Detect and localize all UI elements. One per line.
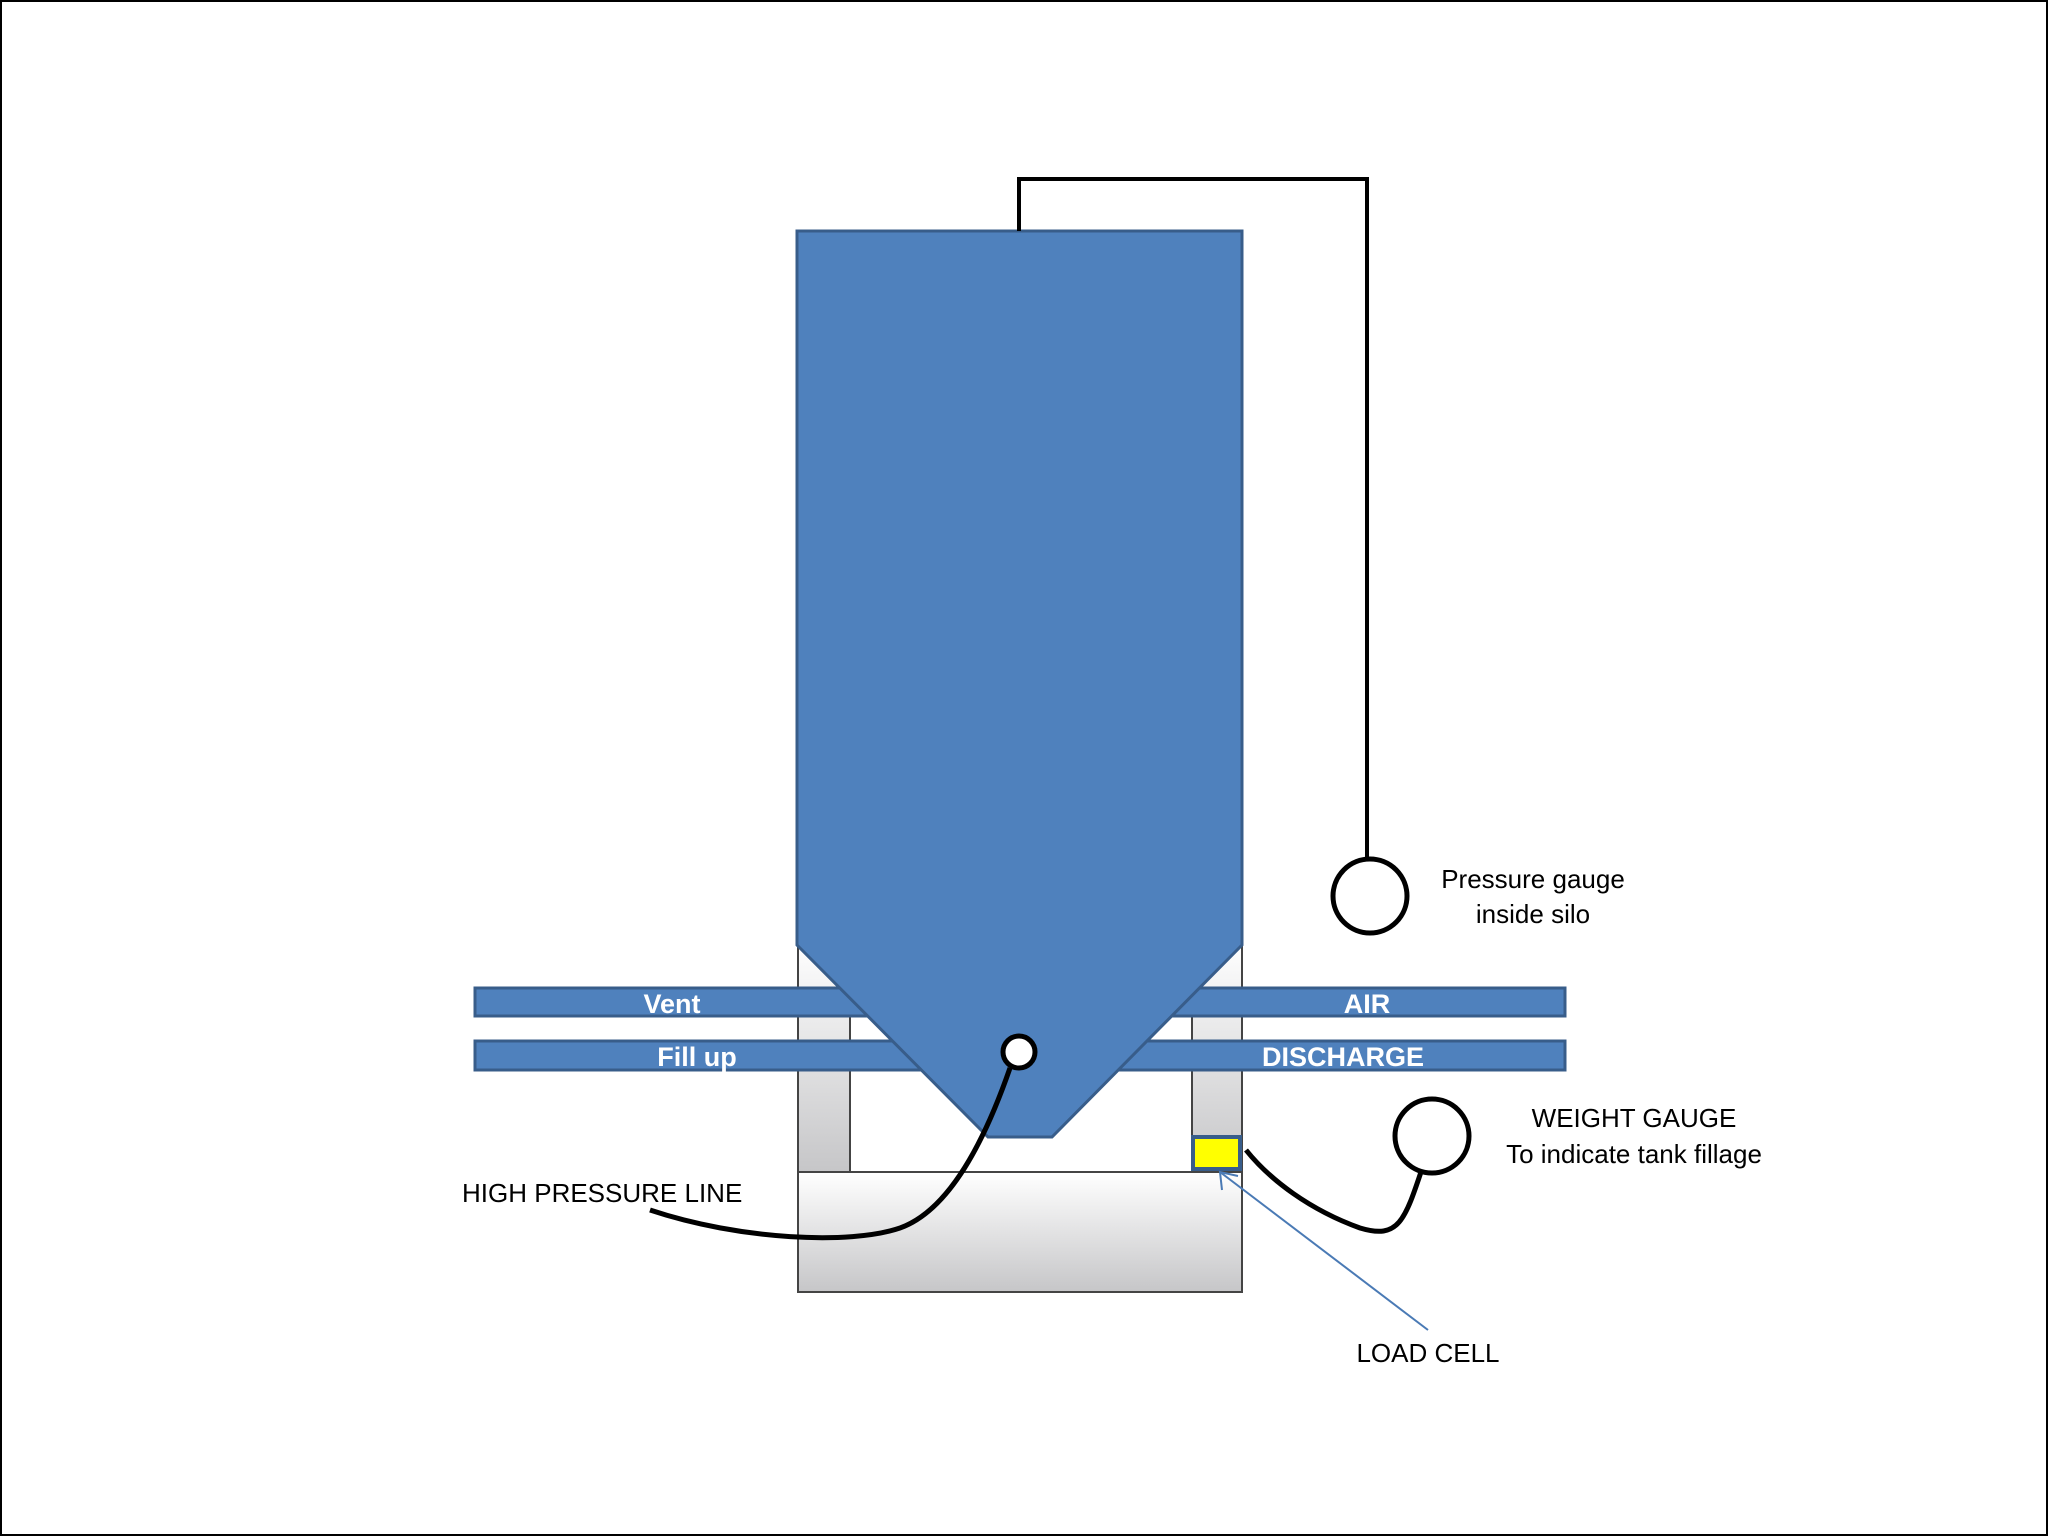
vent-label: Vent [643, 989, 700, 1019]
load-cell-label: LOAD CELL [1356, 1338, 1499, 1368]
air-label: AIR [1344, 989, 1391, 1019]
vent-pipe [473, 986, 887, 1018]
pressure-gauge-label-line2: inside silo [1476, 899, 1590, 929]
weight-gauge-icon [1392, 1096, 1472, 1176]
support-base [797, 1171, 1243, 1293]
fill-up-pipe [473, 1039, 937, 1072]
discharge-label: DISCHARGE [1262, 1042, 1424, 1072]
weight-gauge-hose [1244, 1148, 1428, 1234]
high-pressure-line-label: HIGH PRESSURE LINE [462, 1178, 742, 1208]
load-cell-pointer-arrowhead [1218, 1170, 1239, 1191]
silo-tank [795, 229, 1244, 1139]
pressure-gauge-line [1017, 177, 1369, 880]
pressure-gauge-label-line1: Pressure gauge [1441, 864, 1625, 894]
pressure-gauge-icon [1330, 856, 1410, 936]
high-pressure-hose [649, 1067, 1013, 1241]
load-cell [1191, 1135, 1242, 1171]
load-cell-pointer [1219, 1171, 1429, 1331]
weight-gauge-label-line2: To indicate tank fillage [1506, 1139, 1762, 1169]
high-pressure-sensor-icon [1000, 1033, 1038, 1071]
fill-up-label: Fill up [657, 1042, 736, 1072]
weight-gauge-label-line1: WEIGHT GAUGE [1532, 1103, 1737, 1133]
